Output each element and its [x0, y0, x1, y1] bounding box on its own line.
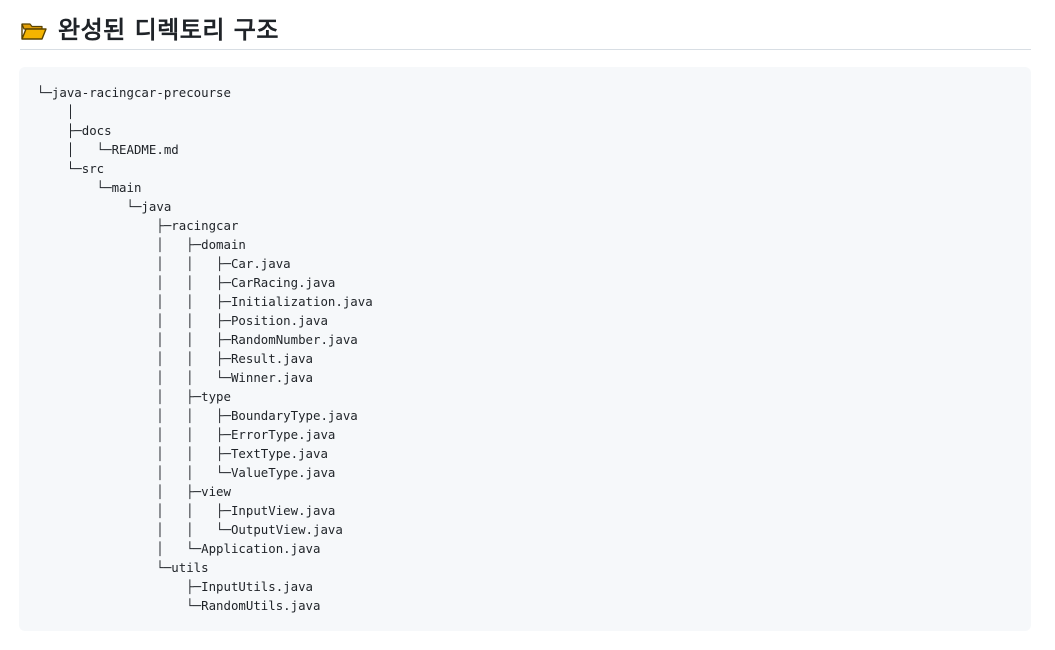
- tree-line: └─main: [37, 180, 142, 195]
- directory-tree: └─java-racingcar-precourse │ ├─docs │ └─…: [37, 83, 373, 615]
- tree-line: │ │ ├─Initialization.java: [37, 294, 373, 309]
- tree-line: │ │ ├─Position.java: [37, 313, 328, 328]
- tree-line: │ ├─domain: [37, 237, 246, 252]
- tree-line: │ │ ├─ErrorType.java: [37, 427, 336, 442]
- tree-line: │ │ ├─BoundaryType.java: [37, 408, 358, 423]
- tree-line: └─RandomUtils.java: [37, 598, 321, 613]
- tree-line: │ ├─view: [37, 484, 231, 499]
- tree-line: │ │ ├─InputView.java: [37, 503, 336, 518]
- tree-line: │ │ └─ValueType.java: [37, 465, 336, 480]
- tree-line: │ │ ├─Result.java: [37, 351, 314, 366]
- tree-line: │: [37, 104, 75, 119]
- tree-line: └─utils: [37, 560, 209, 575]
- tree-line: │ └─README.md: [37, 142, 179, 157]
- open-folder-icon: [20, 20, 48, 42]
- tree-line: └─src: [37, 161, 105, 176]
- tree-line: │ │ ├─RandomNumber.java: [37, 332, 358, 347]
- page-title: 완성된 디렉토리 구조: [58, 15, 279, 44]
- tree-line: ├─racingcar: [37, 218, 239, 233]
- tree-line: │ │ └─Winner.java: [37, 370, 314, 385]
- tree-line: │ │ ├─CarRacing.java: [37, 275, 336, 290]
- tree-line: │ │ └─OutputView.java: [37, 522, 343, 537]
- tree-line: └─java: [37, 199, 172, 214]
- tree-line: │ │ ├─TextType.java: [37, 446, 328, 461]
- section-heading: 완성된 디렉토리 구조: [20, 10, 1031, 50]
- tree-line: │ └─Application.java: [37, 541, 321, 556]
- tree-line: │ ├─type: [37, 389, 231, 404]
- tree-line: │ │ ├─Car.java: [37, 256, 291, 271]
- code-block[interactable]: └─java-racingcar-precourse │ ├─docs │ └─…: [19, 67, 1031, 631]
- tree-line: ├─docs: [37, 123, 112, 138]
- tree-line: └─java-racingcar-precourse: [37, 85, 231, 100]
- tree-line: ├─InputUtils.java: [37, 579, 314, 594]
